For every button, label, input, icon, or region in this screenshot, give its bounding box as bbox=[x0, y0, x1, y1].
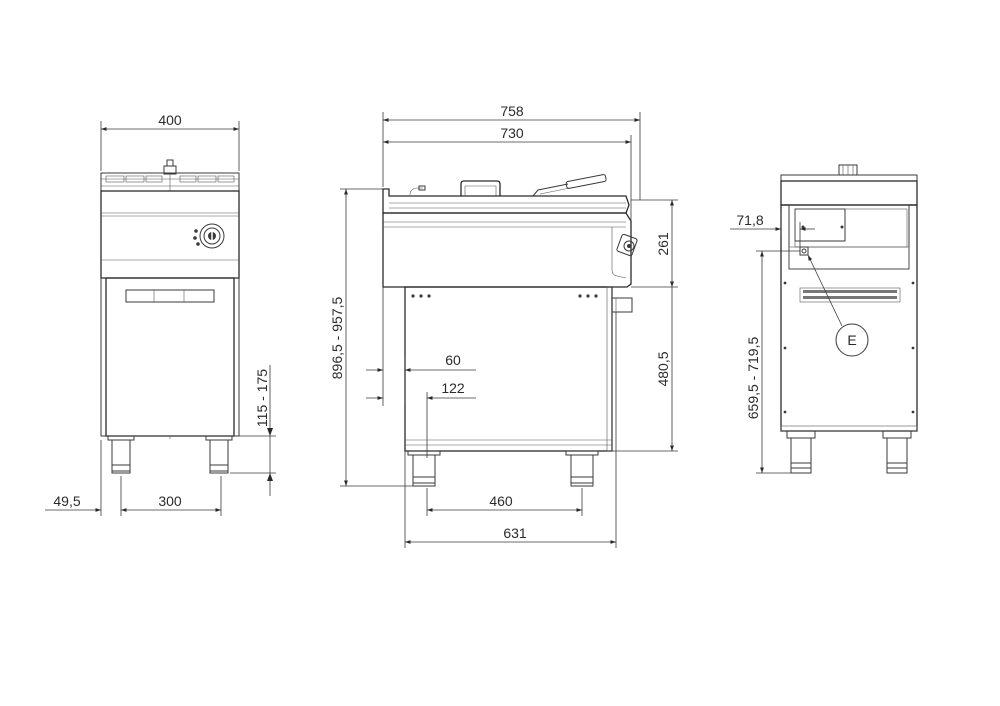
rear-flue-icon bbox=[838, 164, 858, 176]
rear-vent-grille bbox=[799, 287, 901, 303]
rear-top-section bbox=[780, 180, 918, 206]
side-top-depth-dimension: 730 bbox=[500, 125, 524, 141]
side-control-body bbox=[382, 212, 632, 288]
side-overall-depth-dimension: 758 bbox=[500, 103, 524, 119]
side-cabinet-height-dimension: 480,5 bbox=[655, 351, 671, 386]
front-cabinet-handle bbox=[125, 289, 215, 303]
side-knob-icon bbox=[616, 233, 638, 257]
front-width-dimension: 400 bbox=[158, 112, 182, 128]
front-basket-slots bbox=[105, 175, 235, 183]
front-leg-offset-dimension: 49,5 bbox=[53, 493, 80, 509]
side-control-height-dimension: 261 bbox=[655, 232, 671, 256]
front-view: 400 115 - 175 49,5 300 bbox=[45, 112, 276, 516]
side-inset-122-dimension: 122 bbox=[441, 380, 465, 396]
front-legs bbox=[107, 435, 233, 474]
connection-marker-label: E bbox=[847, 332, 856, 348]
side-inset-60-dimension: 60 bbox=[445, 352, 461, 368]
rear-connection-offset-dimension: 71,8 bbox=[736, 212, 763, 228]
side-cabinet bbox=[404, 286, 613, 452]
connection-marker-circle bbox=[835, 323, 869, 357]
side-basket bbox=[409, 174, 607, 197]
side-top-well bbox=[382, 188, 630, 214]
side-view: 758 730 261 480,5 896,5 - 957,5 60 122 bbox=[329, 103, 678, 548]
rear-connection-height-dimension: 659,5 - 719,5 bbox=[745, 337, 761, 420]
side-cabinet-screws bbox=[411, 294, 598, 298]
control-knob-icon bbox=[193, 223, 225, 249]
front-foot-height-dimension: 115 - 175 bbox=[254, 369, 270, 427]
rear-view: E 71,8 659,5 - 719,5 bbox=[730, 164, 918, 474]
side-leg-span-dimension: 460 bbox=[489, 493, 513, 509]
side-overall-height-dimension: 896,5 - 957,5 bbox=[329, 297, 345, 380]
rear-cabinet bbox=[780, 204, 918, 432]
side-connector bbox=[611, 297, 633, 313]
front-leg-span-dimension: 300 bbox=[158, 493, 182, 509]
side-legs bbox=[407, 450, 599, 487]
rear-legs bbox=[786, 430, 912, 474]
side-base-depth-dimension: 631 bbox=[503, 525, 527, 541]
front-control-panel bbox=[100, 190, 240, 279]
rear-connection-port bbox=[799, 246, 809, 256]
rear-screws bbox=[783, 281, 915, 414]
